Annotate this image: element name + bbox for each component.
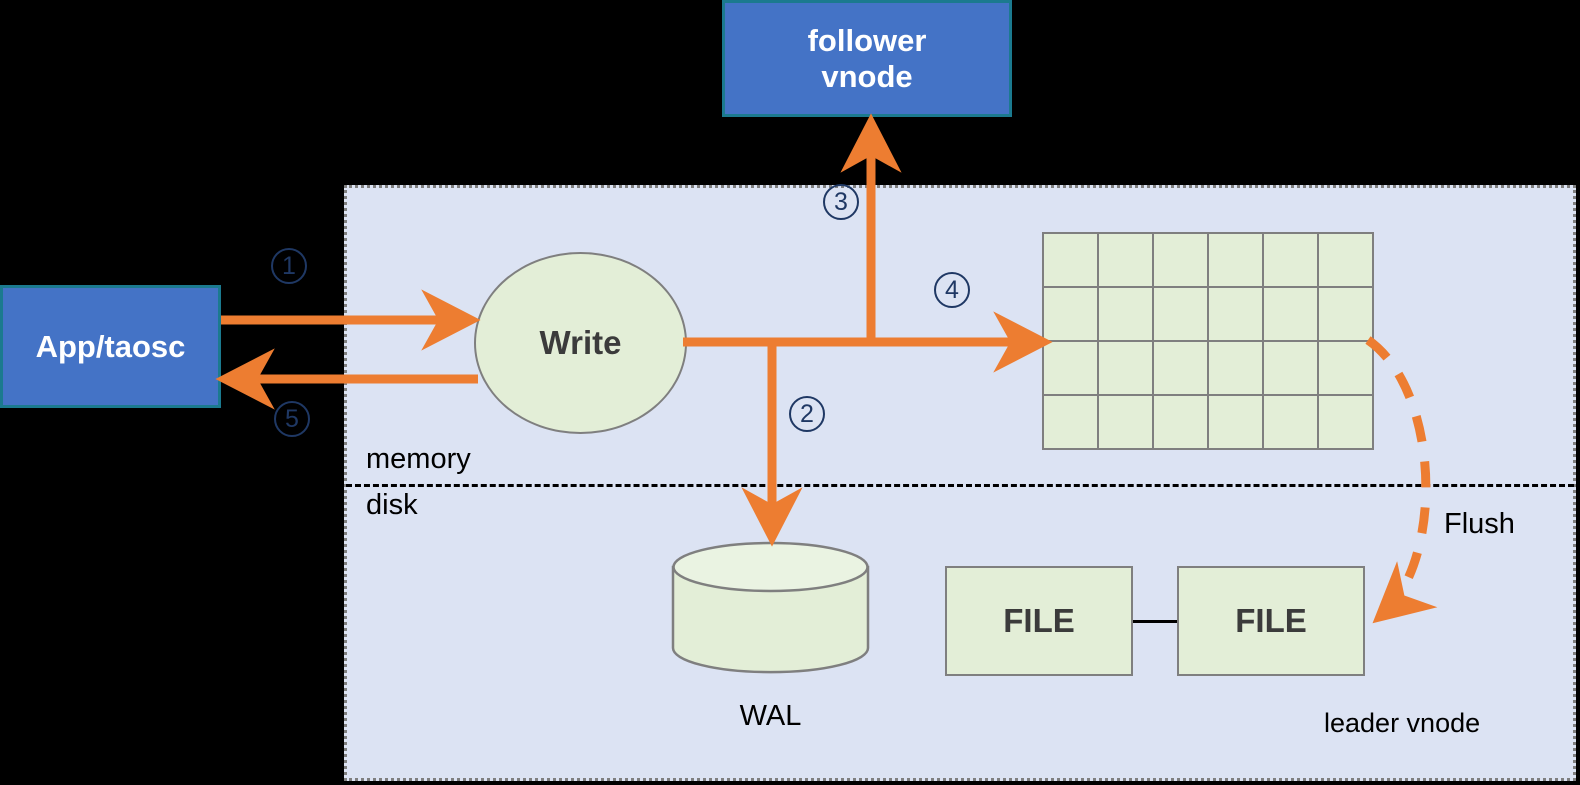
file-link-line xyxy=(1133,620,1178,623)
memory-grid-row xyxy=(1042,340,1374,396)
memory-label: memory xyxy=(366,443,471,475)
memory-grid-row xyxy=(1042,232,1374,288)
memory-grid-cell xyxy=(1207,394,1264,450)
step-badge-3: 3 xyxy=(823,184,859,220)
step-badge-2: 2 xyxy=(789,396,825,432)
file-box-2: FILE xyxy=(1177,566,1365,676)
follower-vnode-label-line1: follower xyxy=(807,22,927,58)
file-box-1: FILE xyxy=(945,566,1133,676)
memory-grid-cell xyxy=(1152,232,1209,288)
app-taosc-box: App/taosc xyxy=(0,285,221,408)
memory-grid-cell xyxy=(1262,394,1319,450)
memory-grid-cell xyxy=(1152,340,1209,396)
wal-label: WAL xyxy=(739,700,802,732)
disk-label: disk xyxy=(366,489,418,521)
memory-grid-cell xyxy=(1042,286,1099,342)
memory-disk-divider xyxy=(346,484,1574,487)
memory-grid-cell xyxy=(1097,232,1154,288)
leader-vnode-label: leader vnode xyxy=(1324,708,1481,738)
memory-grid-cell xyxy=(1317,340,1374,396)
follower-vnode-label-line2: vnode xyxy=(821,58,913,94)
memory-grid-cell xyxy=(1207,340,1264,396)
memory-grid-cell xyxy=(1317,232,1374,288)
memory-grid-cell xyxy=(1097,286,1154,342)
memory-grid-cell xyxy=(1207,232,1264,288)
write-node: Write xyxy=(474,252,687,434)
memory-grid-row xyxy=(1042,286,1374,342)
flush-label: Flush xyxy=(1444,508,1515,540)
memory-grid-cell xyxy=(1207,286,1264,342)
step-badge-1: 1 xyxy=(271,248,307,284)
memory-grid-cell xyxy=(1042,340,1099,396)
follower-vnode-box: follower vnode xyxy=(722,0,1012,117)
memory-grid-cell xyxy=(1097,394,1154,450)
memory-grid-cell xyxy=(1097,340,1154,396)
step-badge-4: 4 xyxy=(934,272,970,308)
memory-grid-cell xyxy=(1042,394,1099,450)
memory-grid-cell xyxy=(1317,286,1374,342)
memory-grid-cell xyxy=(1262,286,1319,342)
memory-grid-cell xyxy=(1152,286,1209,342)
memory-grid-cell xyxy=(1152,394,1209,450)
memory-grid-cell xyxy=(1042,232,1099,288)
memory-grid-cell xyxy=(1262,232,1319,288)
step-badge-5: 5 xyxy=(274,401,310,437)
wal-cylinder xyxy=(671,541,870,674)
memory-grid-cell xyxy=(1262,340,1319,396)
memory-grid-cell xyxy=(1317,394,1374,450)
memory-grid-row xyxy=(1042,394,1374,450)
memory-table-grid xyxy=(1042,232,1374,450)
